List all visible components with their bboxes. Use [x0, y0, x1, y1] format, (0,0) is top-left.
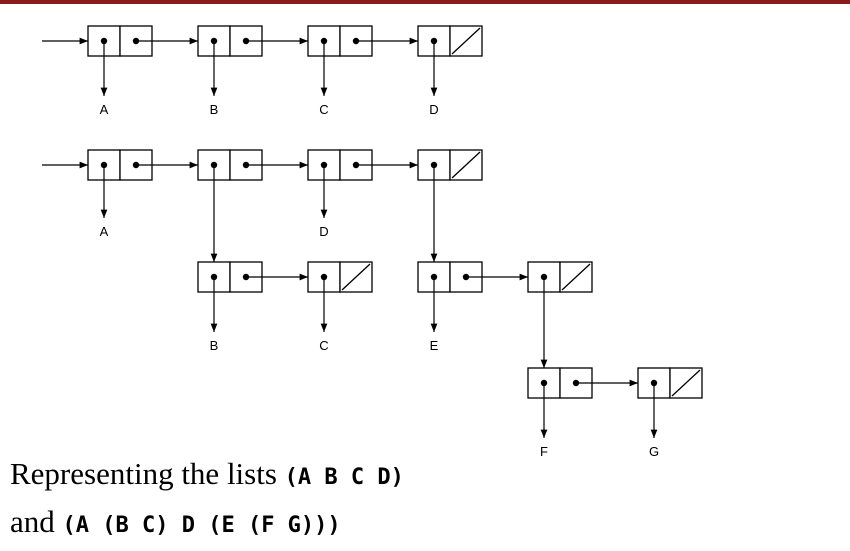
- caption: Representing the lists (A B C D) and (A …: [10, 452, 404, 548]
- nil-slash: [451, 151, 481, 179]
- sublist-e-cell: [527, 261, 593, 293]
- list-1-cell: [417, 25, 483, 57]
- sublist-fg-cell: [637, 367, 703, 399]
- atom-label: B: [210, 338, 219, 353]
- atom-label: D: [429, 102, 438, 117]
- caption-line-1-text: Representing the lists: [10, 456, 285, 491]
- atom-label: A: [100, 102, 109, 117]
- atom-label: C: [319, 102, 328, 117]
- atom-label: G: [649, 444, 659, 459]
- atom-label: A: [100, 224, 109, 239]
- caption-line-2-text: and: [10, 504, 63, 539]
- caption-list-1-code: (A B C D): [284, 465, 404, 490]
- atom-label: D: [319, 224, 328, 239]
- caption-list-2-code: (A (B C) D (E (F G))): [62, 513, 341, 538]
- nil-slash: [561, 263, 591, 291]
- atom-label: B: [210, 102, 219, 117]
- nil-slash: [341, 263, 371, 291]
- list-2-cell: [417, 149, 483, 181]
- atom-label: C: [319, 338, 328, 353]
- atom-label: E: [430, 338, 439, 353]
- atom-label: F: [540, 444, 548, 459]
- caption-line-1: Representing the lists (A B C D): [10, 452, 404, 500]
- nil-slash: [671, 369, 701, 397]
- caption-line-2: and (A (B C) D (E (F G))): [10, 500, 404, 548]
- sublist-bc-cell: [307, 261, 373, 293]
- nil-slash: [451, 27, 481, 55]
- sublist-bc-cell: [197, 261, 263, 293]
- top-accent-bar: [0, 0, 850, 4]
